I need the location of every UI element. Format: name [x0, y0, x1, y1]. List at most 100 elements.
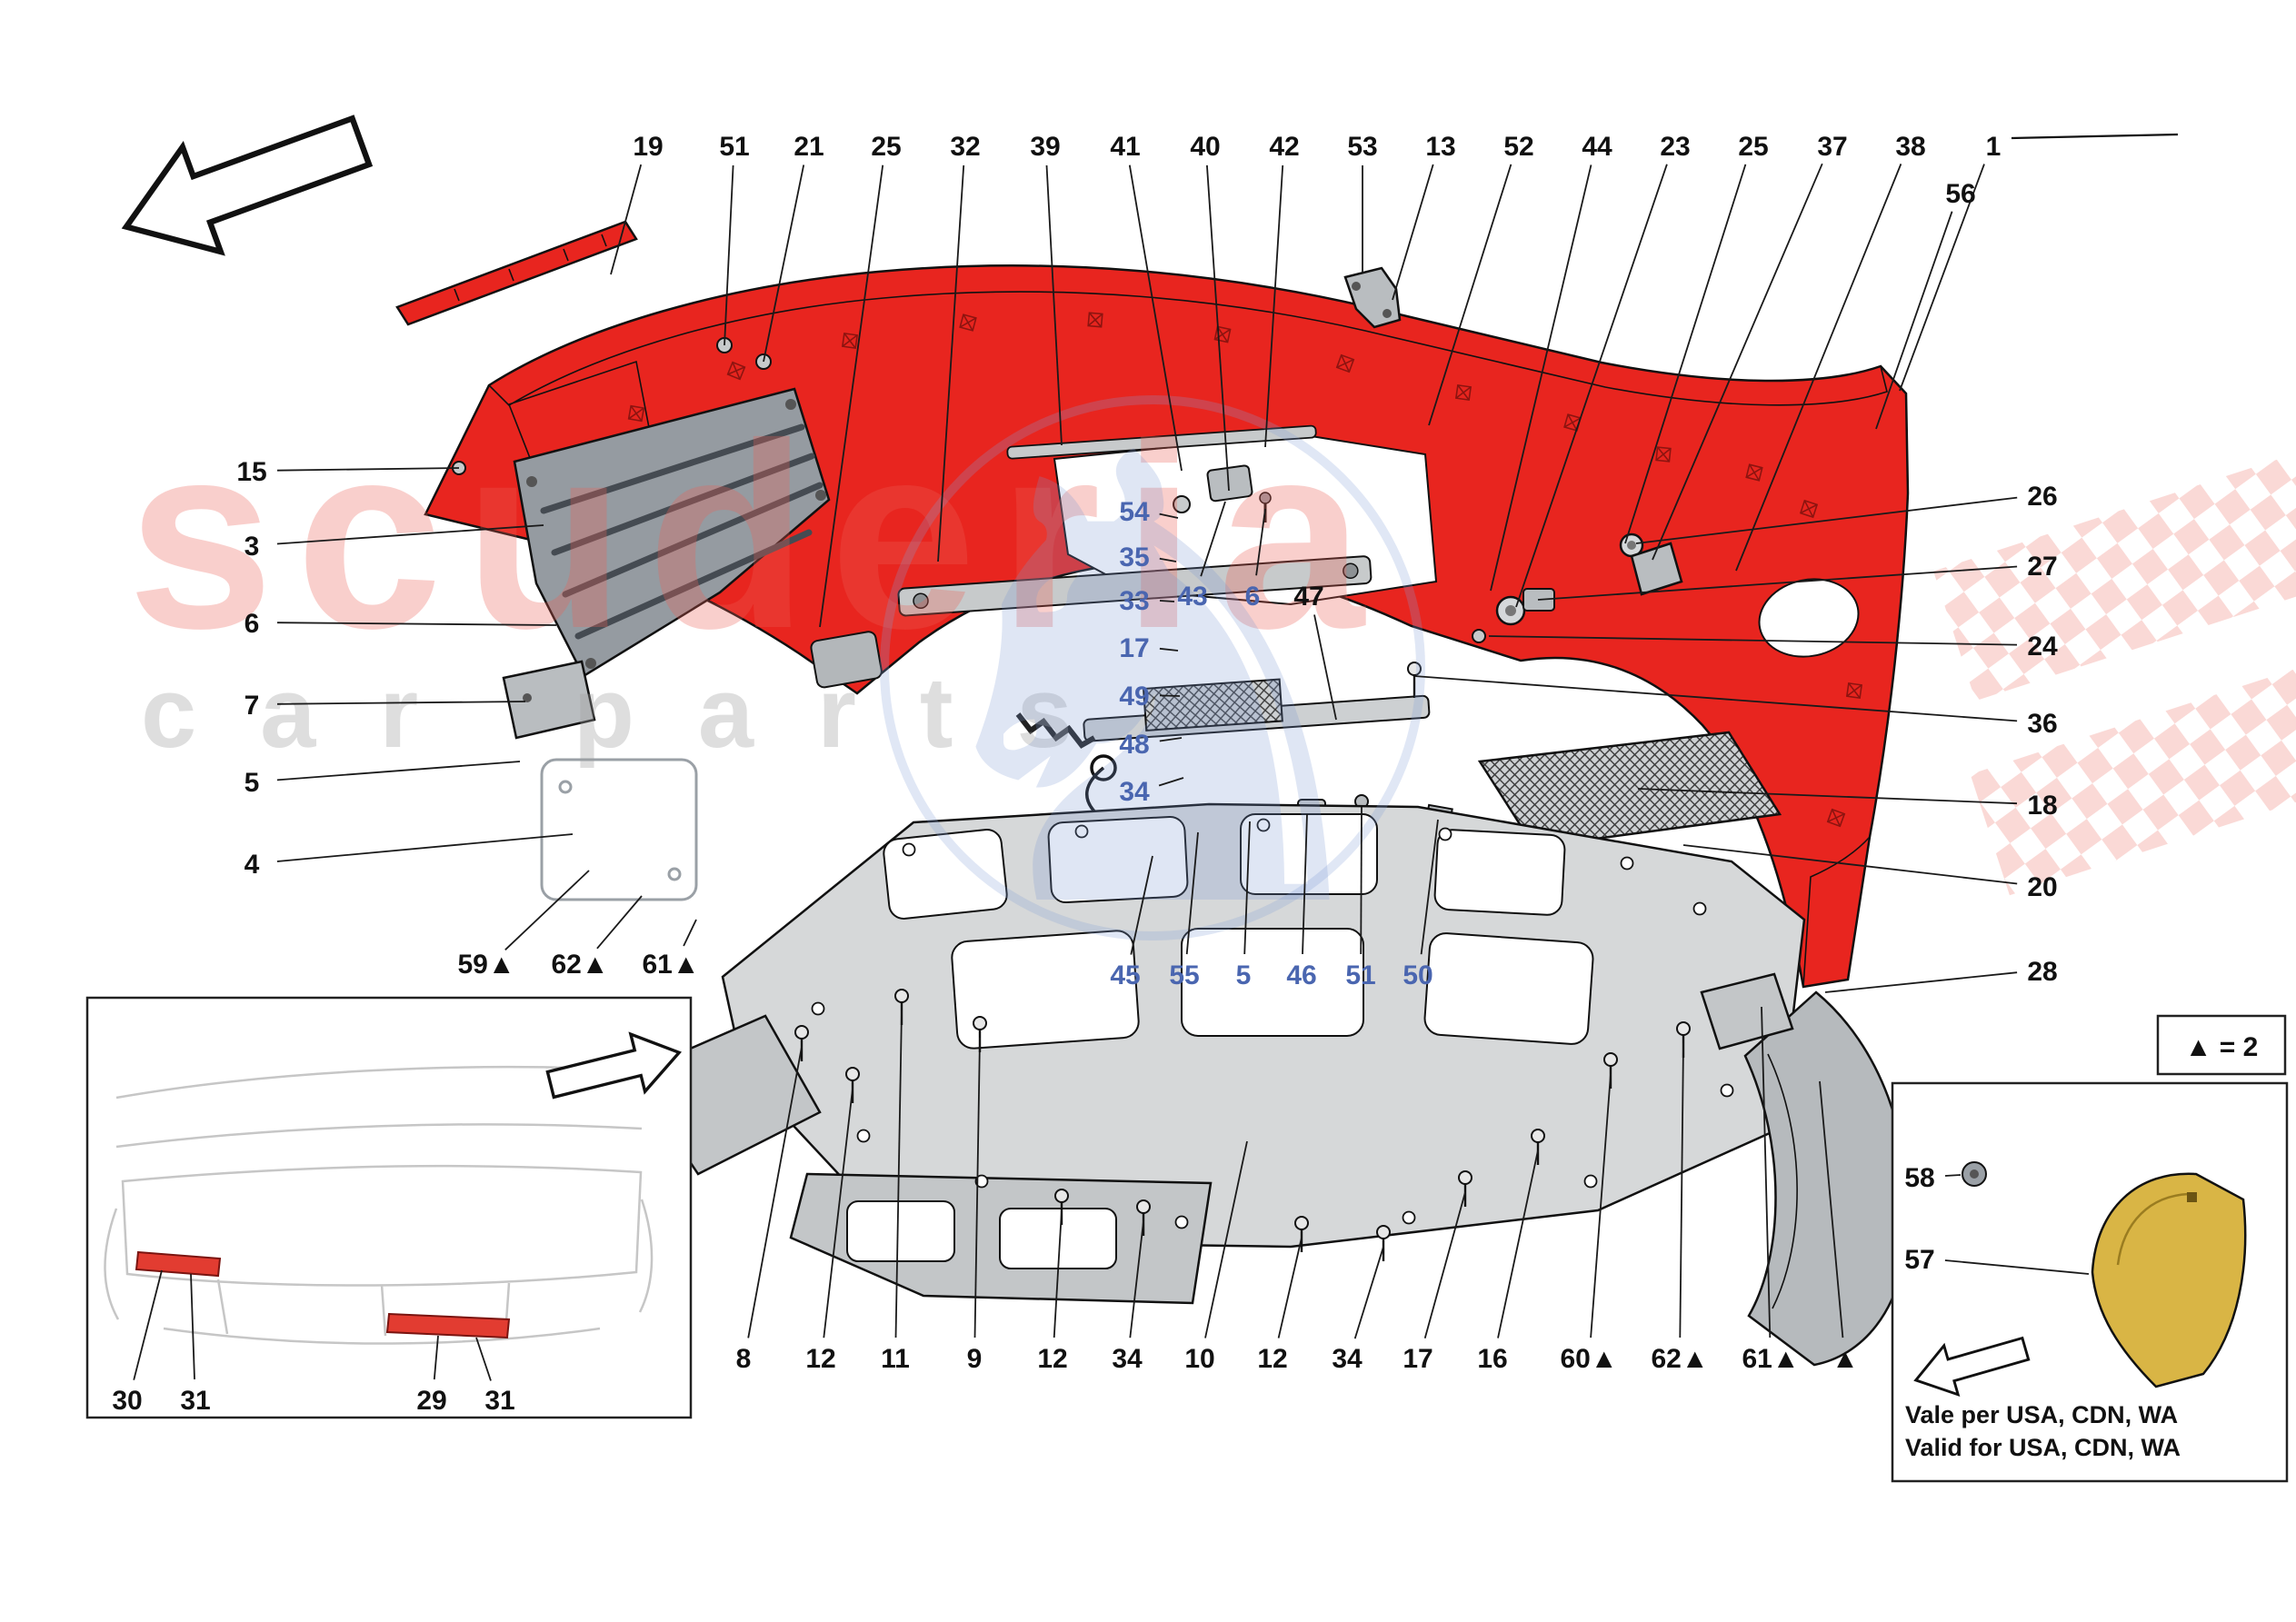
callout-62tri[interactable]: 62▲ [551, 950, 608, 980]
callout-15[interactable]: 15 [236, 457, 266, 487]
callout-61tri[interactable]: 61▲ [1742, 1344, 1799, 1374]
checker-flag-watermark [1933, 453, 2296, 702]
callout-12[interactable]: 12 [1037, 1344, 1067, 1374]
callout-7[interactable]: 7 [245, 691, 260, 721]
callout-20[interactable]: 20 [2027, 872, 2057, 902]
callout-3[interactable]: 3 [245, 532, 260, 562]
usa-part-rib [2116, 1192, 2190, 1266]
callout-18[interactable]: 18 [2027, 791, 2057, 821]
callout-55[interactable]: 55 [1169, 960, 1199, 990]
bumper-corner-shade [1802, 834, 1872, 988]
callout-16[interactable]: 16 [1477, 1344, 1507, 1374]
side-bracket-hole [523, 693, 532, 702]
callout-12[interactable]: 12 [805, 1344, 835, 1374]
callout-12[interactable]: 12 [1257, 1344, 1287, 1374]
callout-38[interactable]: 38 [1895, 132, 1925, 162]
callout-45[interactable]: 45 [1110, 960, 1140, 990]
callout-27[interactable]: 27 [2027, 552, 2057, 582]
callout-34[interactable]: 34 [1332, 1344, 1363, 1374]
callout-60tri[interactable]: 60▲ [1560, 1344, 1617, 1374]
leader-line-4 [276, 833, 574, 862]
callout-46[interactable]: 46 [1286, 960, 1316, 990]
callout-6[interactable]: 6 [1245, 582, 1261, 612]
callout-62tri[interactable]: 62▲ [1651, 1344, 1708, 1374]
callout-31[interactable]: 31 [484, 1386, 514, 1416]
callout-29[interactable]: 29 [416, 1386, 446, 1416]
callout-21[interactable]: 21 [794, 132, 824, 162]
callout-48[interactable]: 48 [1119, 730, 1149, 760]
leader-line-43 [1200, 501, 1226, 577]
callout-43[interactable]: 43 [1177, 582, 1207, 612]
callout-35[interactable]: 35 [1119, 542, 1149, 572]
callout-49[interactable]: 49 [1119, 682, 1149, 711]
callout-37[interactable]: 37 [1817, 132, 1847, 162]
callout-51[interactable]: 51 [1345, 960, 1375, 990]
callout-51[interactable]: 51 [719, 132, 749, 162]
callout-28[interactable]: 28 [2027, 957, 2057, 987]
callout-41[interactable]: 41 [1110, 132, 1140, 162]
leader-line-30 [133, 1269, 163, 1380]
callout-5[interactable]: 5 [1236, 960, 1252, 990]
callout-40[interactable]: 40 [1190, 132, 1220, 162]
callout-30[interactable]: 30 [112, 1386, 142, 1416]
callout-31[interactable]: 31 [180, 1386, 210, 1416]
callout-57[interactable]: 57 [1904, 1245, 1934, 1275]
callout-17[interactable]: 17 [1403, 1344, 1433, 1374]
undertray-hole [1047, 815, 1189, 904]
callout-11[interactable]: 11 [881, 1344, 910, 1374]
callout-44[interactable]: 44 [1582, 132, 1612, 162]
callout-25[interactable]: 25 [1738, 132, 1768, 162]
callout-36[interactable]: 36 [2027, 709, 2057, 739]
undertray-bolts [811, 818, 1734, 1229]
leader-line-44 [1490, 164, 1592, 592]
bumper-crash-bar [897, 555, 1373, 617]
callout-50[interactable]: 50 [1403, 960, 1433, 990]
callout-24[interactable]: 24 [2027, 632, 2058, 662]
callout-61tri[interactable]: 61▲ [642, 950, 699, 980]
callout-23[interactable]: 23 [1660, 132, 1690, 162]
leader-line-21 [763, 164, 805, 363]
leader-line-26 [1635, 496, 2018, 544]
callout-34[interactable]: 34 [1119, 777, 1150, 807]
callout-39[interactable]: 39 [1030, 132, 1060, 162]
leader-line-40 [1206, 164, 1230, 492]
callout-13[interactable]: 13 [1425, 132, 1455, 162]
callout-53[interactable]: 53 [1347, 132, 1377, 162]
callout-9[interactable]: 9 [967, 1344, 983, 1374]
usa-note-line1: Vale per USA, CDN, WA [1905, 1401, 2178, 1428]
callout-26[interactable]: 26 [2027, 482, 2057, 512]
callout-47[interactable]: 47 [1293, 582, 1323, 612]
callout-8[interactable]: 8 [736, 1344, 752, 1374]
parking-sensor-core [1627, 541, 1636, 550]
callout-54[interactable]: 54 [1119, 497, 1150, 527]
callout-10[interactable]: 10 [1184, 1344, 1214, 1374]
bumper-right-opening [1758, 578, 1860, 658]
leader-line-50 [1420, 819, 1439, 955]
callout-33[interactable]: 33 [1119, 586, 1149, 616]
leader-line-12 [1053, 1209, 1063, 1338]
callout-52[interactable]: 52 [1503, 132, 1533, 162]
callout-32[interactable]: 32 [950, 132, 980, 162]
undertray-hole [1181, 928, 1364, 1037]
callout-6[interactable]: 6 [245, 609, 260, 639]
leader-line-61tri [683, 919, 697, 947]
leader-line-54 [1159, 512, 1179, 519]
leader-line-28 [1824, 971, 2018, 993]
tow-hook [1084, 766, 1105, 815]
callout-17[interactable]: 17 [1119, 633, 1149, 663]
leader-line-41 [1128, 164, 1183, 472]
usa-grommet-core [1970, 1169, 1979, 1179]
callout-58[interactable]: 58 [1904, 1163, 1934, 1193]
callout-42[interactable]: 42 [1269, 132, 1299, 162]
leader-line-8 [747, 1046, 803, 1338]
callout-1[interactable]: 1 [1986, 132, 2002, 162]
callout-25[interactable]: 25 [871, 132, 901, 162]
callout-5[interactable]: 5 [245, 768, 260, 798]
callout-56[interactable]: 56 [1945, 179, 1975, 209]
callout-4[interactable]: 4 [245, 850, 260, 880]
callout-59tri[interactable]: 59▲ [457, 950, 514, 980]
leader-line-33 [1159, 600, 1175, 602]
top-bracket-hole [1383, 309, 1392, 318]
callout-34[interactable]: 34 [1112, 1344, 1143, 1374]
callout-19[interactable]: 19 [633, 132, 663, 162]
